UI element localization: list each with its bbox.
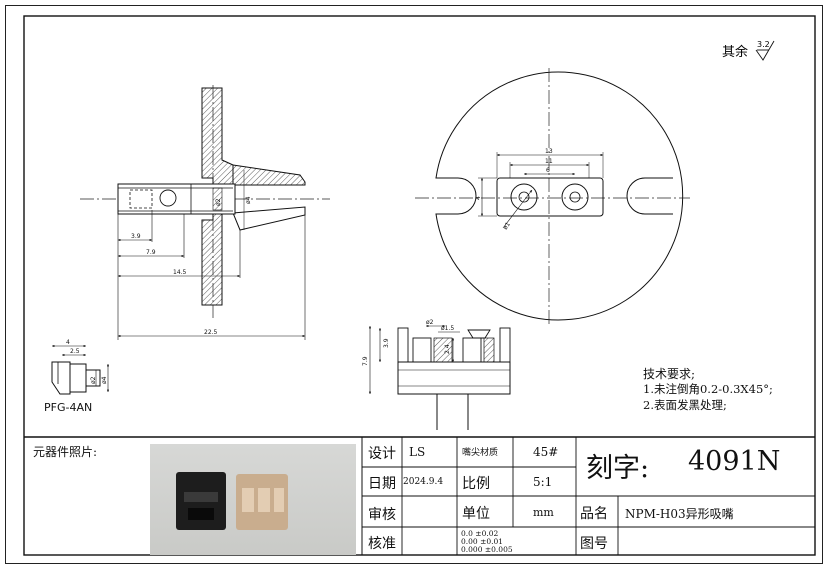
- tech-req-line1: 1.未注倒角0.2-0.3X45°;: [643, 382, 773, 396]
- design-value: LS: [409, 445, 426, 459]
- tolerance-1: 0.0 ±0.02: [461, 529, 499, 538]
- section-view: ø2 ø1.5 3.9 7.9 2.4: [362, 319, 511, 430]
- review-label: 审核: [368, 507, 396, 523]
- black-nozzle: [176, 472, 226, 530]
- inner-border: [23, 15, 816, 556]
- component-photo: [150, 444, 356, 555]
- part-label: PFG-4AN: [44, 401, 93, 414]
- dim-3-9: 3.9: [131, 233, 141, 240]
- product-name-label: 品名: [580, 506, 608, 522]
- outer-border: [5, 5, 823, 564]
- product-name-value: NPM-H03异形吸嘴: [625, 507, 734, 521]
- dim-p-4: 4: [66, 339, 70, 346]
- dim-phi2: ø2: [215, 198, 222, 206]
- date-value: 2024.9.4: [403, 477, 444, 487]
- dim-top-11: 11: [545, 158, 553, 165]
- tech-req-title: 技术要求;: [643, 367, 696, 381]
- dim-phi4: ø4: [245, 196, 252, 204]
- dim-7-9: 7.9: [146, 249, 156, 256]
- side-view: 3.9 7.9 14.5 22.5 ø2 ø4: [80, 85, 330, 340]
- dim-s-3-9: 3.9: [383, 338, 390, 348]
- date-label: 日期: [368, 476, 396, 492]
- tolerance-2: 0.00 ±0.01: [461, 537, 504, 546]
- surface-finish-note: 其余 3.2: [722, 40, 775, 61]
- engrave-label: 刻字:: [586, 453, 650, 484]
- drawing-no-label: 图号: [580, 536, 608, 552]
- top-view: 13 11 6 4 ø1: [415, 68, 690, 325]
- dim-top-6: 6: [546, 167, 550, 174]
- material-value: 45#: [533, 445, 559, 459]
- dim-s-phi2: ø2: [426, 319, 434, 326]
- dim-p-phi4: ø4: [101, 376, 108, 384]
- material-label: 嘴尖材质: [462, 448, 499, 458]
- dim-p-phi2: ø2: [90, 376, 97, 384]
- dim-14-5: 14.5: [173, 269, 187, 276]
- design-label: 设计: [368, 446, 396, 462]
- scale-label: 比例: [462, 476, 490, 492]
- part-pfg-view: 4 2.5 ø2 ø4: [51, 339, 110, 395]
- dim-22-5: 22.5: [204, 329, 218, 336]
- dim-s-phi1-5: ø1.5: [441, 325, 454, 332]
- tech-req-line2: 2.表面发黑处理;: [643, 398, 727, 412]
- dim-top-13: 13: [545, 148, 553, 155]
- title-block-grid: [24, 436, 815, 555]
- unit-label: 单位: [462, 506, 490, 522]
- scale-value: 5:1: [533, 475, 553, 489]
- dim-p-2-5: 2.5: [70, 348, 80, 355]
- dim-side-4: 4: [475, 196, 482, 200]
- tan-nozzle: [236, 474, 288, 530]
- approve-label: 核准: [368, 536, 396, 552]
- surface-note-value: 3.2: [757, 40, 770, 49]
- tolerance-3: 0.000 ±0.005: [461, 545, 513, 554]
- surface-note-label: 其余: [722, 44, 748, 60]
- unit-value: mm: [533, 506, 554, 519]
- dim-phi1: ø1: [502, 221, 512, 231]
- dim-s-7-9: 7.9: [362, 356, 369, 366]
- photo-label: 元器件照片:: [33, 445, 98, 459]
- dim-s-2-4: 2.4: [444, 344, 451, 354]
- engrave-value: 4091N: [688, 446, 781, 477]
